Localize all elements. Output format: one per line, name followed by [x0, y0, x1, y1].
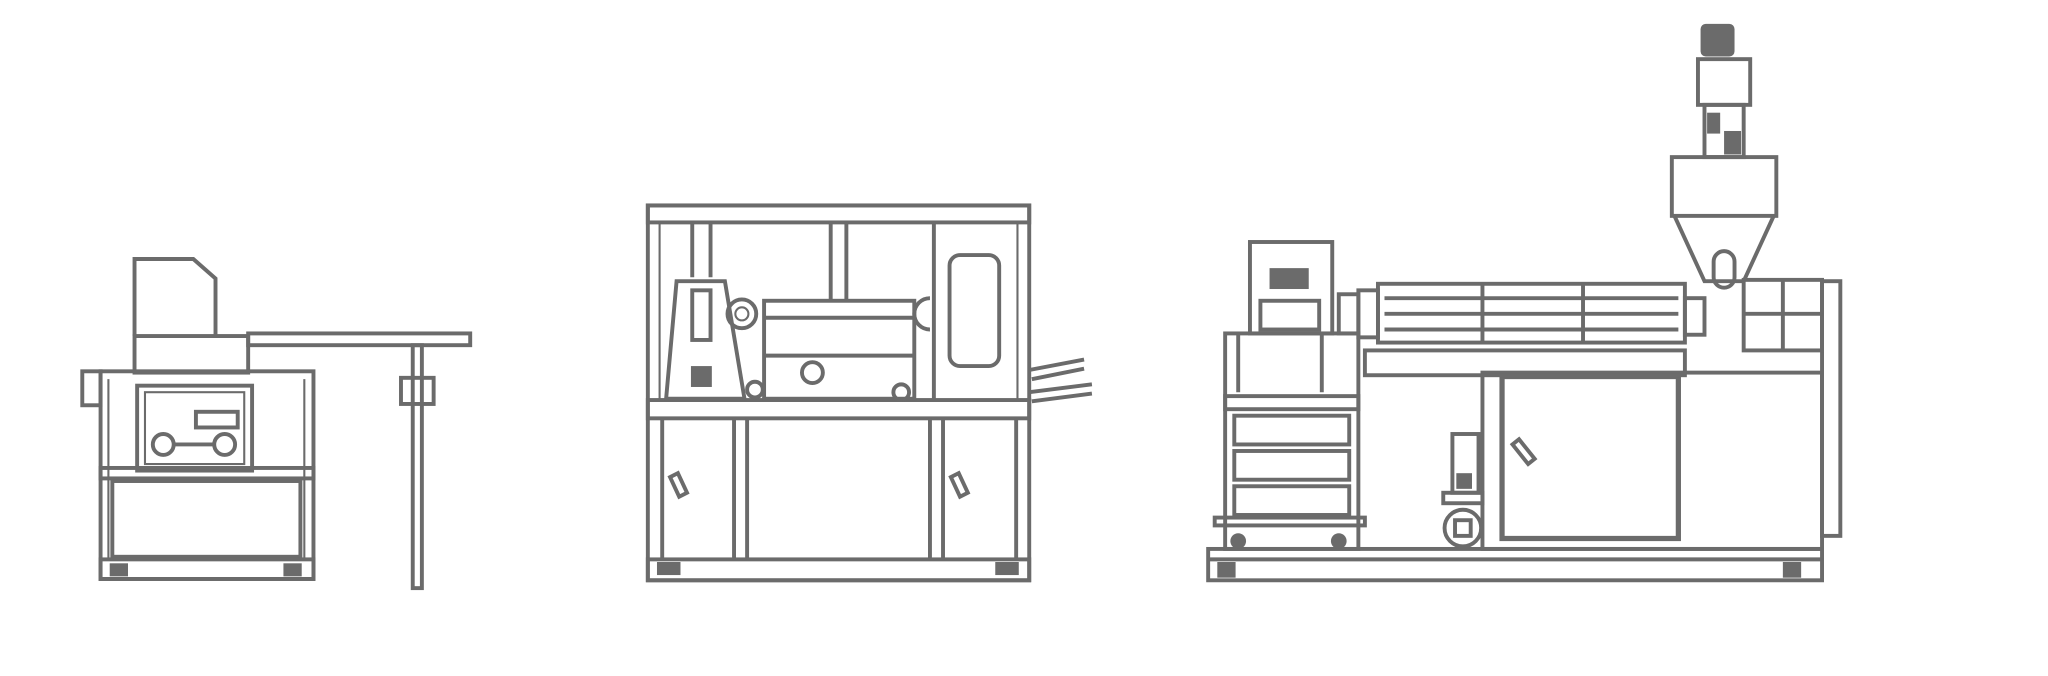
discharge-arms [1028, 357, 1093, 404]
granulator-machine [80, 257, 473, 591]
granulator-hopper [132, 257, 218, 337]
base-rail [645, 557, 1032, 583]
top-bar [645, 203, 1032, 225]
wheel-icon [1230, 533, 1247, 549]
drawer [1232, 484, 1352, 517]
cabinet-door [1499, 373, 1681, 542]
machine-outer-frame [645, 203, 1032, 583]
base-rail [98, 557, 316, 581]
roller-icon [725, 297, 759, 331]
drawer [1232, 449, 1352, 482]
side-tab [80, 369, 103, 408]
lower-bin [110, 479, 303, 559]
hopper-base [132, 334, 251, 375]
extruder-base [1206, 546, 1824, 583]
wheel-icon [109, 563, 128, 577]
drawer [1232, 413, 1352, 447]
cutter-housing [135, 383, 255, 473]
shelf [645, 398, 1032, 421]
conveyor-leg [410, 343, 424, 591]
mid-rail [98, 465, 316, 481]
conveyor-table [246, 331, 473, 348]
cart-frame [1223, 331, 1361, 551]
right-post [1820, 279, 1843, 538]
door-handle-icon [667, 470, 690, 500]
feed-hopper [1669, 155, 1779, 218]
granulator-frame [98, 369, 316, 581]
door-handle-icon [948, 470, 971, 500]
cutter-wheel-icon [150, 432, 176, 457]
wheel-icon [1330, 533, 1347, 549]
center-unit [762, 298, 917, 401]
motor-cap [1700, 23, 1735, 57]
wheel-icon [283, 563, 302, 577]
door-handle-icon [1509, 436, 1538, 467]
barrel-support [1362, 348, 1687, 378]
extruder-line [1206, 23, 1843, 583]
pulley-icon [1442, 507, 1484, 549]
left-tower [663, 279, 747, 401]
viewing-window [947, 253, 1002, 369]
enclosed-machine [645, 203, 1093, 583]
leg-bracket [399, 375, 436, 406]
gear-icon [799, 360, 825, 386]
